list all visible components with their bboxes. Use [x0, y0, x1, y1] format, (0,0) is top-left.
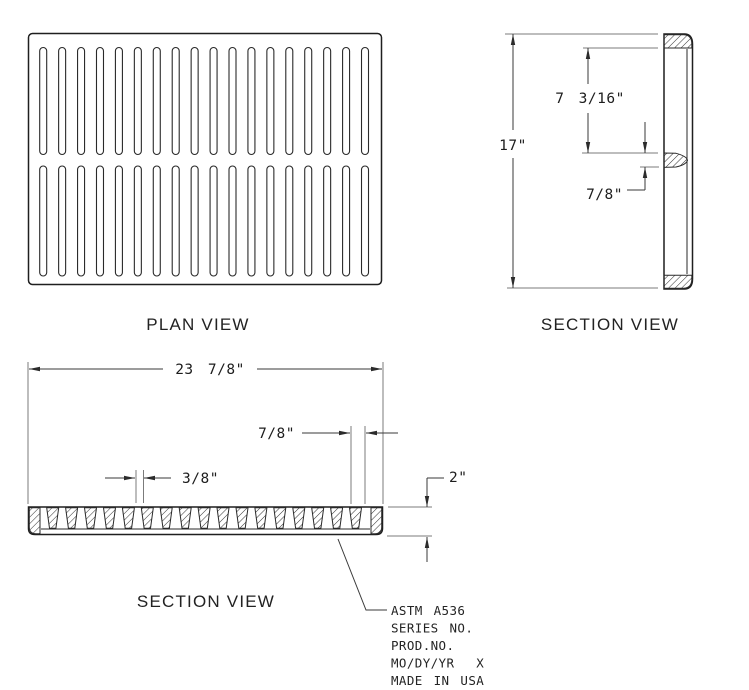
section-bar [83, 507, 98, 529]
arrowhead-down [424, 496, 430, 507]
plan-view: PLAN VIEW [27, 32, 383, 334]
plan-slot [190, 46, 199, 156]
plan-slot [39, 46, 48, 156]
front-section-bars [46, 507, 363, 529]
section-bar [197, 507, 211, 529]
section-bar [65, 507, 79, 529]
arrowhead-left [29, 366, 40, 372]
plan-slot [114, 165, 123, 277]
plan-slots [39, 46, 370, 277]
note-line: MO/DY/YR X [391, 656, 484, 671]
dim-overall-width-label: 23 7/8" [175, 362, 245, 378]
arrowhead-down [642, 142, 648, 153]
plan-slot [39, 165, 48, 277]
note-line: MADE IN USA [391, 673, 484, 688]
plan-slot [247, 46, 256, 156]
arrowhead-right [339, 430, 350, 436]
section-view-front: 23 7/8" 7/8" 3/8" 2" SECTION VIEW [27, 362, 467, 611]
right-end-hatch [370, 507, 383, 535]
arrowhead-up [585, 48, 591, 59]
section-bar [235, 507, 249, 529]
arrowhead-down [510, 277, 516, 288]
plan-slot [342, 165, 351, 277]
section-bar [273, 507, 287, 529]
plan-view-title: PLAN VIEW [146, 315, 249, 334]
section-bar [311, 507, 325, 529]
note-line: ASTM A536 [391, 603, 465, 618]
dim-overall-height-label: 17" [499, 138, 527, 154]
plan-slot [266, 46, 275, 156]
section-bar [178, 507, 192, 529]
section-bar [159, 507, 173, 529]
plan-slot [95, 165, 105, 277]
dim-slot-width-label: 3/8" [182, 471, 219, 487]
plan-slot [342, 46, 351, 156]
section-bar [140, 507, 154, 529]
plan-slot [323, 46, 332, 156]
plan-slot [285, 165, 294, 277]
bottom-flange-hatch [663, 274, 693, 289]
arrowhead-down [585, 142, 591, 153]
middle-rib-hatch [663, 152, 689, 168]
section-bar [121, 507, 135, 529]
plan-slot [77, 165, 86, 277]
section-bar [254, 507, 268, 529]
plan-slot [228, 46, 237, 156]
plan-slot [228, 165, 237, 277]
plan-slot [114, 46, 123, 156]
arrowhead-left [144, 475, 155, 481]
plan-slot [171, 165, 180, 277]
section-bar [46, 507, 60, 529]
plan-slot [190, 165, 199, 277]
dim-bar-pitch-label: 7/8" [258, 426, 295, 442]
plan-slot [266, 165, 275, 277]
dim-slot-field-height-label: 7 3/16" [555, 91, 625, 107]
dim-thickness-label: 2" [449, 470, 467, 486]
plan-slot [152, 165, 161, 277]
section-bar [102, 507, 117, 529]
dim-end-rib-width-label: 7/8" [586, 187, 623, 203]
plan-slot [58, 165, 67, 277]
section-bar [330, 507, 344, 529]
plan-slot [360, 46, 370, 156]
section-view-side-title: SECTION VIEW [541, 315, 679, 334]
plan-slot [323, 165, 332, 277]
note-line: PROD.NO. [391, 638, 454, 653]
left-end-hatch [28, 507, 41, 535]
plan-slot [171, 46, 180, 156]
plan-slot [77, 46, 86, 156]
plan-slot [133, 46, 142, 156]
plan-slot [304, 46, 313, 156]
plan-slot [133, 165, 142, 277]
arrowhead-up [510, 34, 516, 45]
plan-slot [285, 46, 294, 156]
arrowhead-up [424, 537, 430, 548]
plan-slot [247, 165, 256, 277]
notes-block: ASTM A536 SERIES NO. PROD.NO. MO/DY/YR X… [391, 603, 484, 688]
plan-slot [152, 46, 161, 156]
arrowhead-right [371, 366, 382, 372]
plan-slot [95, 46, 105, 156]
plan-slot [360, 165, 370, 277]
section-bar [348, 507, 363, 529]
plan-slot [58, 46, 67, 156]
section-bar [216, 507, 230, 529]
section-view-side: 17" 7 3/16" 7/8" SECTION VIEW [499, 33, 694, 334]
section-bar [292, 507, 306, 529]
arrowhead-left [366, 430, 377, 436]
note-line: SERIES NO. [391, 621, 473, 636]
plan-slot [304, 165, 313, 277]
section-view-front-title: SECTION VIEW [137, 592, 275, 611]
arrowhead-right [124, 475, 135, 481]
plan-slot [209, 165, 218, 277]
arrowhead-up [642, 167, 648, 178]
notes-leader-line [337, 538, 387, 611]
top-flange-hatch [663, 34, 693, 49]
plan-slot [209, 46, 218, 156]
